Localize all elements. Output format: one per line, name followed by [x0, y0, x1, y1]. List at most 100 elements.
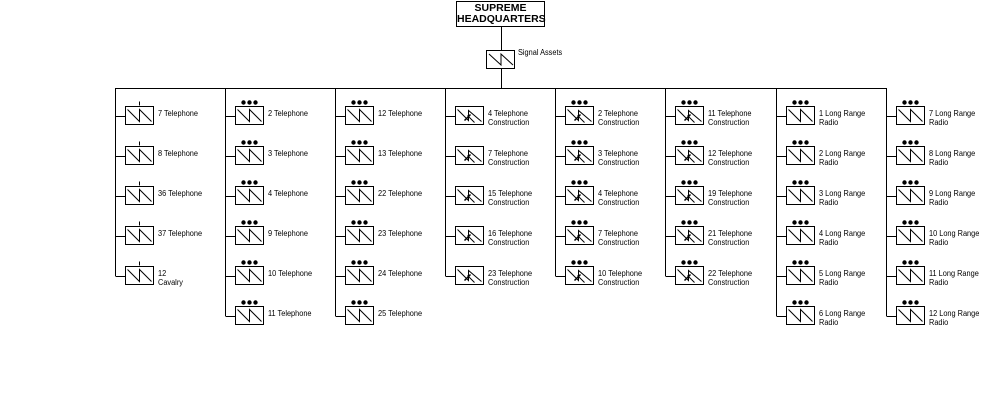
- pick-head-icon: [463, 273, 472, 282]
- echelon-dot-icon: [804, 300, 809, 305]
- echelon-dot-icon: [571, 100, 576, 105]
- zigzag-icon: [127, 228, 152, 243]
- unit-label: 3 Telephone Construction: [598, 149, 640, 167]
- unit-symbol: [225, 100, 264, 125]
- unit-label: 4 Long Range Radio: [819, 229, 866, 247]
- zigzag-icon: [898, 188, 923, 203]
- zigzag-icon: [788, 188, 813, 203]
- pick-head-icon: [463, 233, 472, 242]
- pick-head-icon: [573, 193, 582, 202]
- signal-assets-label: Signal Assets: [518, 48, 563, 57]
- pick-head-icon: [573, 273, 582, 282]
- echelon-dot-icon: [798, 180, 803, 185]
- hq-label-line1: SUPREME: [474, 2, 527, 14]
- echelon-dot-icon: [687, 140, 692, 145]
- echelon-dot-icon: [693, 100, 698, 105]
- unit-symbol: [335, 180, 374, 205]
- echelon-dot-icon: [241, 180, 246, 185]
- echelon-dot-icon: [792, 180, 797, 185]
- echelon-dot-icon: [351, 140, 356, 145]
- zigzag-icon: [898, 268, 923, 283]
- echelon-dot-icon: [363, 180, 368, 185]
- echelon-dot-icon: [687, 180, 692, 185]
- echelon-dot-icon: [571, 140, 576, 145]
- hq-label-line2: HEADQUARTERS: [457, 13, 546, 25]
- echelon-dot-icon: [693, 140, 698, 145]
- echelon-dot-icon: [357, 180, 362, 185]
- unit-label: 9 Telephone: [268, 229, 308, 238]
- zigzag-icon: [127, 188, 152, 203]
- echelon-dot-icon: [804, 180, 809, 185]
- pick-head-icon: [463, 193, 472, 202]
- echelon-dot-icon: [241, 300, 246, 305]
- echelon-dot-icon: [351, 100, 356, 105]
- signal-assets-symbol: [486, 50, 515, 69]
- unit-label: 12 Telephone Construction: [708, 149, 753, 167]
- unit-label: 4 Telephone Construction: [598, 189, 640, 207]
- echelon-dot-icon: [908, 100, 913, 105]
- zigzag-icon: [237, 188, 262, 203]
- echelon-dot-icon: [583, 100, 588, 105]
- echelon-dot-icon: [914, 300, 919, 305]
- zigzag-icon: [788, 148, 813, 163]
- unit-label: 37 Telephone: [158, 229, 203, 238]
- echelon-dot-icon: [792, 140, 797, 145]
- unit-label: 2 Long Range Radio: [819, 149, 866, 167]
- unit-symbol: [445, 106, 484, 125]
- echelon-dot-icon: [247, 300, 252, 305]
- unit-label: 22 Telephone Construction: [708, 269, 753, 287]
- echelon-dot-icon: [571, 180, 576, 185]
- unit-symbol: [555, 220, 594, 245]
- echelon-dot-icon: [363, 220, 368, 225]
- unit-label: 3 Telephone: [268, 149, 308, 158]
- unit-label: 8 Long Range Radio: [929, 149, 976, 167]
- echelon-dot-icon: [577, 100, 582, 105]
- echelon-dot-icon: [583, 180, 588, 185]
- echelon-dot-icon: [693, 220, 698, 225]
- unit-label: 4 Telephone Construction: [488, 109, 530, 127]
- unit-symbol: [225, 180, 264, 205]
- echelon-dot-icon: [577, 180, 582, 185]
- unit-symbol: [555, 260, 594, 285]
- echelon-dot-icon: [357, 260, 362, 265]
- echelon-dot-icon: [792, 260, 797, 265]
- echelon-dot-icon: [902, 100, 907, 105]
- unit-symbol: [555, 180, 594, 205]
- unit-symbol: [665, 180, 704, 205]
- zigzag-icon: [347, 228, 372, 243]
- echelon-dot-icon: [902, 260, 907, 265]
- unit-symbol: [776, 100, 815, 125]
- echelon-dot-icon: [914, 260, 919, 265]
- unit-label: 13 Telephone: [378, 149, 423, 158]
- echelon-dot-icon: [253, 140, 258, 145]
- echelon-dot-icon: [577, 220, 582, 225]
- echelon-dot-icon: [804, 220, 809, 225]
- zigzag-icon: [237, 308, 262, 323]
- unit-symbol: [886, 180, 925, 205]
- zigzag-icon: [898, 308, 923, 323]
- zigzag-icon: [788, 308, 813, 323]
- echelon-dot-icon: [247, 180, 252, 185]
- zigzag-icon: [127, 108, 152, 123]
- echelon-dot-icon: [583, 260, 588, 265]
- echelon-dot-icon: [914, 180, 919, 185]
- pick-head-icon: [573, 113, 582, 122]
- unit-symbol: [225, 260, 264, 285]
- echelon-dot-icon: [571, 260, 576, 265]
- echelon-dot-icon: [902, 300, 907, 305]
- unit-symbol: [115, 101, 154, 125]
- unit-label: 11 Long Range Radio: [929, 269, 979, 287]
- echelon-dot-icon: [681, 260, 686, 265]
- unit-label: 23 Telephone Construction: [488, 269, 533, 287]
- echelon-dot-icon: [351, 260, 356, 265]
- unit-label: 9 Long Range Radio: [929, 189, 976, 207]
- zigzag-icon: [237, 228, 262, 243]
- unit-symbol: [335, 140, 374, 165]
- echelon-dot-icon: [253, 260, 258, 265]
- echelon-dot-icon: [681, 100, 686, 105]
- echelon-dot-icon: [363, 100, 368, 105]
- echelon-dot-icon: [253, 220, 258, 225]
- unit-label: 5 Long Range Radio: [819, 269, 866, 287]
- echelon-dot-icon: [798, 220, 803, 225]
- echelon-dot-icon: [914, 140, 919, 145]
